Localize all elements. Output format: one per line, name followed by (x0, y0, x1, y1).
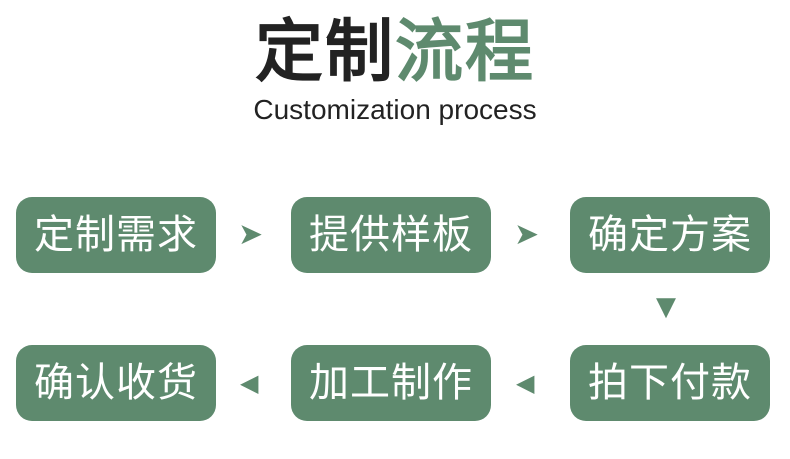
page-title: 定制流程 (0, 8, 790, 98)
step-3: 确定方案 (570, 197, 770, 273)
arrow-right-icon: ➤ (238, 217, 264, 252)
step-5: 加工制作 (291, 345, 491, 421)
arrow-down-icon: ▼ (656, 292, 676, 322)
step-4: 拍下付款 (570, 345, 770, 421)
arrow-left-icon: ◀ (516, 369, 535, 397)
title-part2: 流程 (395, 13, 536, 92)
arrow-left-icon: ◀ (240, 369, 259, 397)
step-2: 提供样板 (291, 197, 491, 273)
subtitle: Customization process (253, 94, 537, 125)
title-part1: 定制 (254, 13, 395, 92)
step-1: 定制需求 (16, 197, 216, 273)
step-6: 确认收货 (16, 345, 216, 421)
arrow-right-icon: ➤ (514, 217, 540, 252)
